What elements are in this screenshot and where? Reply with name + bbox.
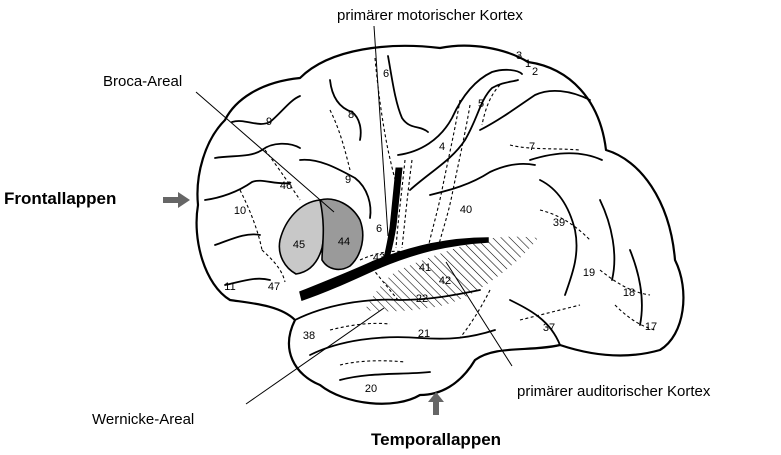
brodmann-label: 22: [416, 293, 428, 305]
gyrus-line: [530, 153, 602, 160]
brodmann-label: 20: [365, 383, 377, 395]
auditory-cortex-label: primärer auditorischer Kortex: [517, 383, 711, 400]
brodmann-label: 5: [478, 98, 484, 110]
brodmann-label: 9: [345, 174, 351, 186]
brodmann-label: 4: [439, 141, 445, 153]
gyrus-line: [540, 180, 577, 295]
frontal-lobe-label: Frontallappen: [4, 189, 116, 208]
brodmann-boundary: [240, 190, 262, 250]
wernicke-leader: [246, 308, 384, 404]
gyrus-line: [388, 56, 428, 132]
brodmann-boundary: [520, 305, 580, 320]
brodmann-label: 10: [234, 205, 246, 217]
gyrus-line: [480, 91, 590, 130]
gyrus-line: [205, 181, 290, 200]
brodmann-label: 44: [338, 236, 350, 248]
brain-outline: [197, 46, 684, 404]
broca-area-45: [279, 200, 324, 274]
brodmann-label: 46: [280, 180, 292, 192]
wernicke-label: Wernicke-Areal: [92, 411, 194, 428]
brodmann-label: 6: [383, 68, 389, 80]
gyrus-line: [600, 200, 614, 280]
temporal-lobe-label: Temporallappen: [371, 430, 501, 449]
gyrus-line: [330, 80, 361, 140]
brodmann-label: 38: [303, 330, 315, 342]
brodmann-label: 18: [623, 287, 635, 299]
broca-leader: [196, 92, 334, 212]
brodmann-label: 17: [645, 321, 657, 333]
frontal-lobe-arrow: [163, 192, 190, 208]
broca-area-44: [320, 199, 363, 269]
brodmann-label: 39: [553, 217, 565, 229]
brodmann-label: 11: [224, 281, 235, 293]
brodmann-label: 2: [532, 66, 538, 78]
brodmann-label: 7: [529, 141, 535, 153]
brodmann-label: 45: [293, 239, 305, 251]
brodmann-boundary: [340, 361, 405, 365]
brodmann-label: 37: [543, 322, 555, 334]
brodmann-boundary: [438, 105, 470, 248]
brodmann-label: 42: [439, 275, 451, 287]
brodmann-label: 43: [373, 252, 385, 264]
gyrus-line: [310, 330, 495, 355]
temporal-lobe-arrow: [428, 392, 444, 415]
gyrus-line: [430, 164, 535, 195]
brodmann-boundary: [510, 145, 580, 150]
gyrus-line: [215, 234, 260, 245]
brodmann-boundary: [265, 150, 300, 200]
broca-label: Broca-Areal: [103, 73, 182, 90]
brodmann-label: 19: [583, 267, 595, 279]
brodmann-label: 8: [348, 109, 354, 121]
brodmann-label: 47: [268, 281, 280, 293]
brodmann-label: 9: [266, 116, 272, 128]
brodmann-boundary: [482, 85, 500, 125]
brodmann-label: 6: [376, 223, 382, 235]
brodmann-label: 3: [516, 50, 522, 62]
motor-cortex-leader: [374, 26, 388, 236]
brodmann-label: 21: [418, 328, 430, 340]
motor-cortex-label: primärer motorischer Kortex: [337, 7, 523, 24]
brodmann-label: 41: [419, 262, 431, 274]
brodmann-label: 1: [525, 58, 531, 70]
gyrus-line: [340, 372, 430, 380]
brodmann-label: 40: [460, 204, 472, 216]
